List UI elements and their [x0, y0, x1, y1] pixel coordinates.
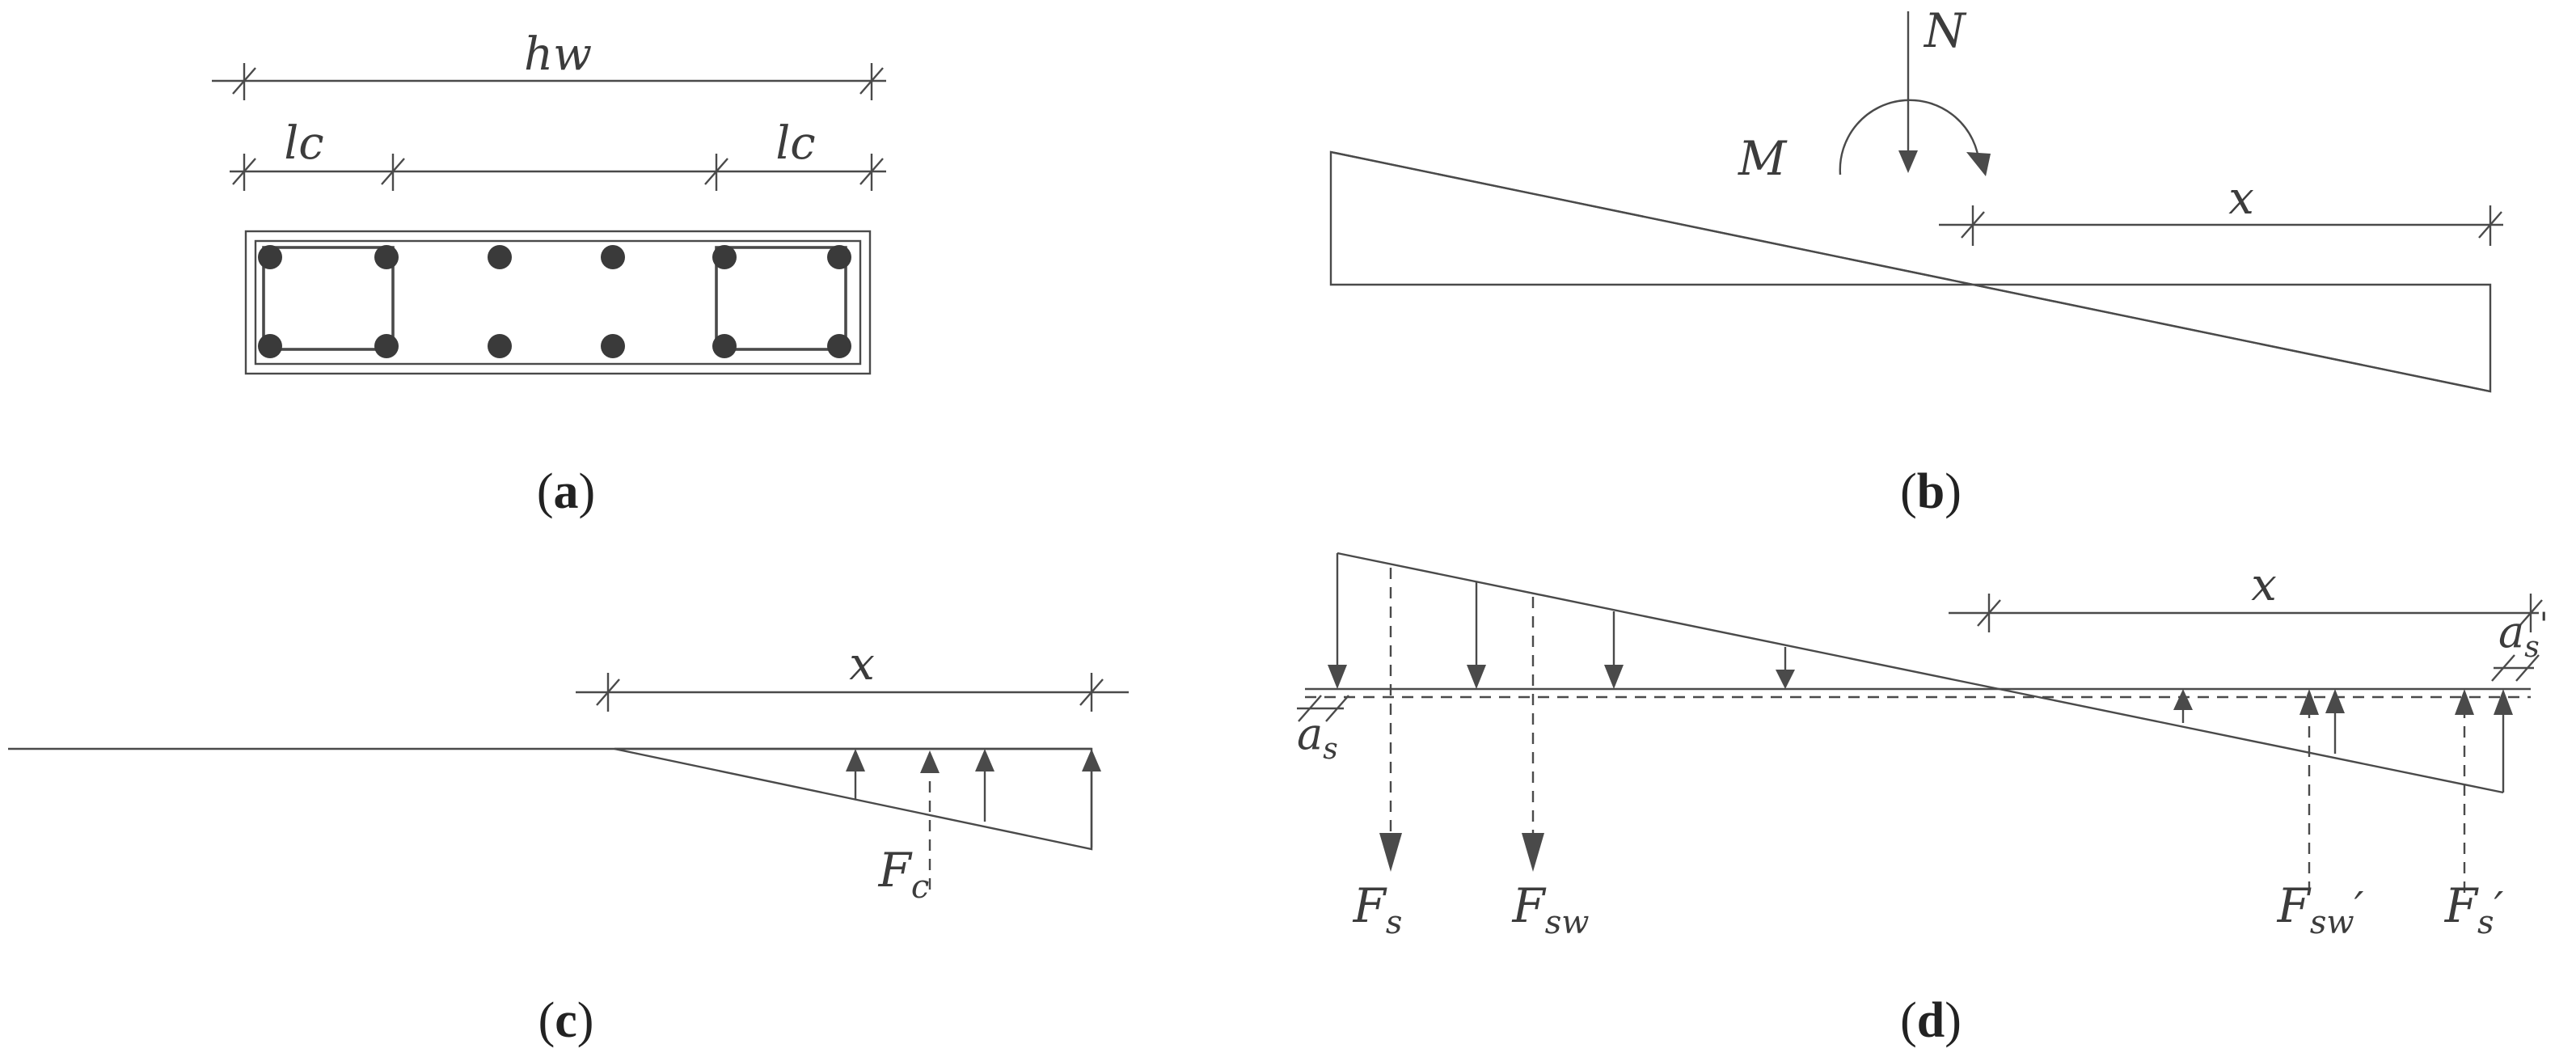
label-cover-left: as [1297, 708, 1338, 766]
panel-d-steel-forces: x as as' Fs Fsw Fsw′ Fs′ (d) [1297, 552, 2549, 1048]
stirrup-left [262, 246, 395, 351]
label-axial-force: N [1923, 3, 1967, 58]
label-fs-prime: Fs′ [2444, 878, 2504, 941]
caption-c: (c) [538, 993, 594, 1048]
label-cover-right: as' [2498, 607, 2549, 664]
strain-profile-d [1337, 552, 2504, 794]
label-hw: hw [524, 28, 592, 81]
caption-a: (a) [537, 464, 595, 519]
stirrup-outer [254, 239, 862, 366]
dimension-hw [212, 63, 886, 100]
label-fsw-prime: Fsw′ [2277, 878, 2364, 941]
label-fs: Fs [1353, 878, 1403, 941]
label-lc-left: lc [284, 117, 323, 170]
panel-a-wall-cross-section: hw lc lc [212, 28, 886, 519]
dimension-lc [230, 154, 886, 191]
label-x-c: x [849, 638, 875, 691]
resultant-forces-d [1379, 568, 2474, 893]
label-fc: Fc [878, 843, 930, 906]
label-lc-right: lc [775, 117, 815, 170]
caption-b: (b) [1900, 464, 1962, 519]
panel-c-concrete-compression: x Fc (c) [8, 638, 1129, 1048]
moment-arrow [1839, 99, 1981, 175]
label-moment: M [1738, 131, 1788, 186]
panel-b-stress-distribution: N M x (b) [1329, 3, 2503, 519]
wall-outline [244, 230, 872, 375]
stress-arrows-compression [2173, 689, 2345, 754]
caption-d: (d) [1900, 993, 1962, 1048]
rebars [258, 245, 851, 358]
label-fsw: Fsw [1511, 878, 1589, 941]
stress-arrows-tension [1467, 582, 1795, 689]
label-x-d: x [2251, 559, 2277, 611]
stress-arrows-c [846, 749, 1101, 848]
label-x-b: x [2228, 172, 2254, 225]
stirrup-right [715, 246, 847, 351]
